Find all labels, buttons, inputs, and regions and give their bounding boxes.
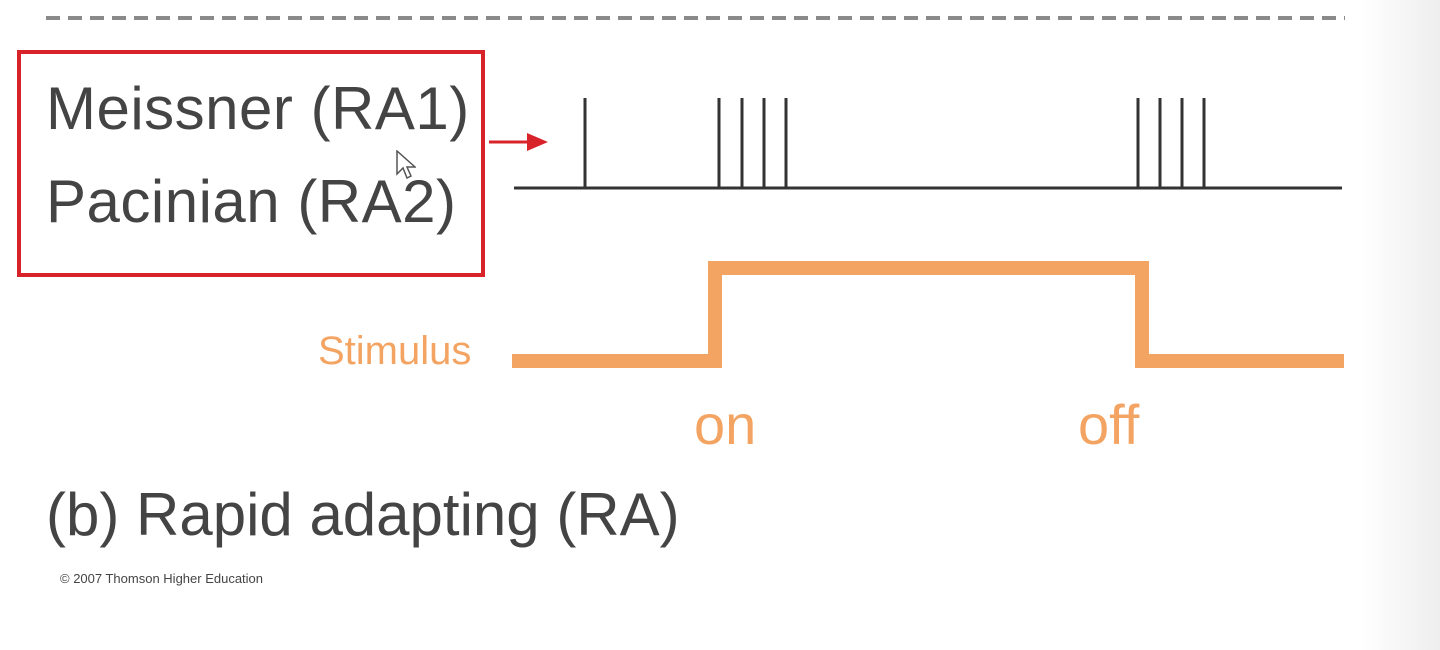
copyright-notice: © 2007 Thomson Higher Education (60, 571, 264, 586)
mouse-cursor-icon (396, 150, 416, 180)
pacinian-label: Pacinian (RA2) (46, 168, 457, 235)
right-edge-shade (1360, 0, 1440, 650)
arrow-head-icon (527, 133, 548, 151)
stimulus-label: Stimulus (318, 329, 472, 373)
meissner-label: Meissner (RA1) (46, 75, 470, 142)
receptor-highlight-box (17, 50, 485, 277)
stimulus-off-label: off (1078, 393, 1140, 456)
figure-caption: (b) Rapid adapting (RA) (46, 481, 680, 548)
spike-group (583, 98, 1206, 188)
stimulus-on-label: on (694, 393, 757, 456)
stimulus-trace (512, 261, 1344, 368)
